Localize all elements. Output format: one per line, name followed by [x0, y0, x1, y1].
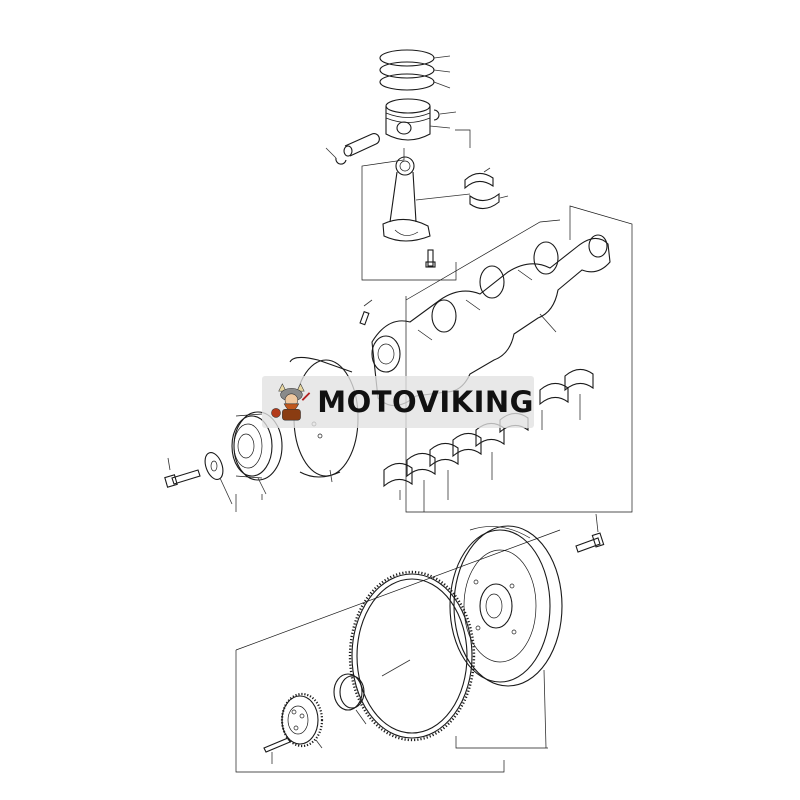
connecting-rod-bearing	[464, 167, 509, 210]
main-bearings	[383, 368, 594, 512]
piston	[385, 98, 451, 141]
pulley-bolt	[164, 457, 201, 488]
flywheel	[449, 525, 563, 749]
oil-plug-bolt	[359, 299, 373, 326]
watermark-banner: MOTOVIKING	[262, 376, 534, 428]
pulley	[231, 411, 283, 495]
piston-rings	[379, 49, 451, 91]
connecting-rod	[382, 156, 471, 242]
dowel-pin	[263, 737, 291, 764]
piston-pin	[325, 133, 380, 165]
seal-ring	[333, 673, 367, 725]
connecting-rod-bolt	[425, 249, 436, 268]
crankshaft-gear	[280, 692, 324, 749]
flywheel-bolt	[575, 513, 605, 553]
circlip	[433, 109, 457, 121]
watermark-text: MOTOVIKING	[317, 385, 534, 419]
ring-gear	[348, 570, 476, 742]
viking-mascot-icon	[271, 383, 311, 421]
washer	[204, 452, 233, 505]
